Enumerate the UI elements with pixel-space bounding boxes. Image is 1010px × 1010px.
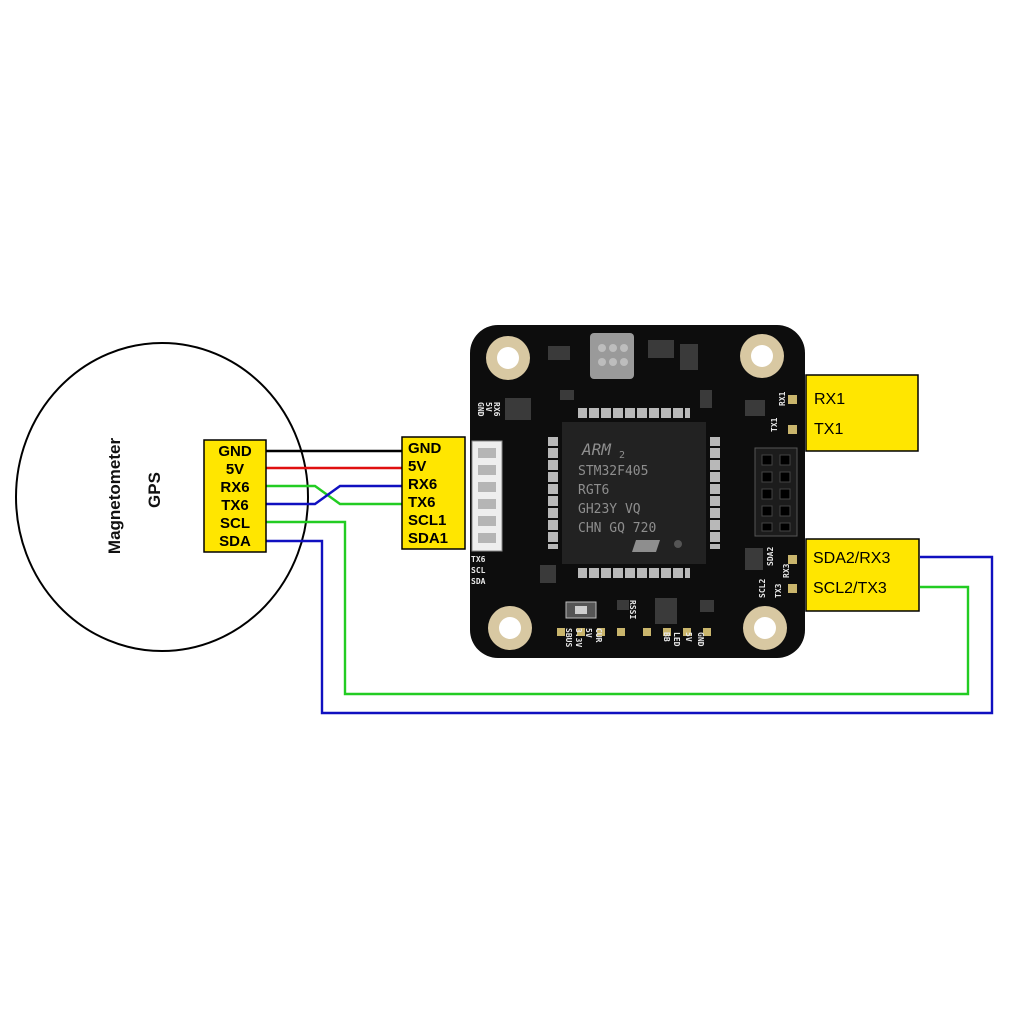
svg-text:BB: BB (662, 632, 671, 642)
gps-connector (471, 440, 503, 552)
sensor-component (590, 333, 634, 379)
svg-text:TX1: TX1 (770, 417, 779, 432)
gps-label-box (203, 439, 267, 553)
fc-pin-labels: GND 5V RX6 TX6 SCL1 SDA1 (401, 436, 466, 550)
pin-header (754, 447, 798, 537)
gps-pin-rx6: RX6 (220, 479, 249, 496)
smd-components (505, 340, 765, 624)
svg-text:5V: 5V (584, 628, 593, 638)
svg-text:GND: GND (476, 402, 485, 417)
chip-logo: ARM (581, 440, 612, 459)
wire-sda-to-sda2 (265, 539, 994, 715)
wire-rx6-to-tx6 (265, 484, 402, 506)
uart1-pin-rx1: RX1 (814, 391, 845, 408)
silkscreen-right-mid: SCL2 SDA2 TX3 RX3 (758, 547, 791, 598)
svg-text:SCL: SCL (471, 566, 486, 575)
fc-label-box (401, 436, 466, 550)
chip-line-4: CHN GQ 720 (578, 521, 656, 536)
gps-pin-5v: 5V (226, 461, 244, 478)
i2c2-pin-sda2-rx3: SDA2/RX3 (813, 550, 890, 567)
svg-text:SDA2: SDA2 (766, 547, 775, 566)
fc-pin-tx6: TX6 (408, 494, 436, 511)
gps-title-gps: GPS (145, 472, 164, 508)
fc-pin-gnd: GND (408, 440, 442, 457)
st-logo-icon (632, 540, 660, 552)
gps-module-outline (15, 342, 309, 652)
wire-scl-to-scl2 (265, 520, 970, 696)
gps-pin-tx6: TX6 (221, 497, 249, 514)
svg-text:RX3: RX3 (782, 563, 791, 578)
fc-pin-scl1: SCL1 (408, 512, 446, 529)
gps-pin-sda: SDA (219, 533, 251, 550)
uart1-label-box (805, 374, 919, 452)
board-pads (557, 395, 797, 636)
chip-line-3: GH23Y VQ (578, 502, 641, 517)
svg-text:SDA: SDA (471, 577, 486, 586)
gps-pin-gnd: GND (218, 443, 252, 460)
svg-text:3.3V: 3.3V (574, 628, 583, 647)
svg-text:TX6: TX6 (471, 555, 486, 564)
chip-line-2: RGT6 (578, 483, 609, 498)
svg-text:RX6: RX6 (492, 402, 501, 417)
uart1-pin-tx1: TX1 (814, 421, 843, 438)
gps-pin-scl: SCL (220, 515, 250, 532)
chip-pin1-dot (674, 540, 682, 548)
svg-text:SCL2: SCL2 (758, 579, 767, 598)
flight-controller-board: ARM 2 STM32F405 RGT6 GH23Y VQ CHN GQ 720… (470, 325, 805, 658)
svg-text:TX3: TX3 (774, 583, 783, 598)
gps-pin-labels: GND 5V RX6 TX6 SCL SDA (203, 439, 267, 553)
chip-logo-suffix: 2 (619, 450, 625, 461)
svg-text:5V: 5V (484, 402, 493, 412)
fc-pin-5v: 5V (408, 458, 426, 475)
svg-text:RX1: RX1 (778, 391, 787, 406)
silkscreen-left-bottom: TX6 SCL SDA (471, 555, 486, 586)
silkscreen-left-top: GND 5V RX6 (476, 402, 501, 417)
uart1-pin-labels: RX1 TX1 (805, 374, 919, 452)
svg-text:LED: LED (672, 632, 681, 647)
i2c2-pin-labels: SDA2/RX3 SCL2/TX3 (805, 538, 920, 612)
silkscreen-right-top: TX1 RX1 (770, 391, 787, 432)
mcu-chip: ARM 2 STM32F405 RGT6 GH23Y VQ CHN GQ 720 (548, 408, 720, 578)
mcu-body (562, 422, 706, 564)
fc-pin-sda1: SDA1 (408, 530, 448, 547)
chip-line-1: STM32F405 (578, 464, 648, 479)
svg-text:SBUS: SBUS (564, 628, 573, 647)
i2c2-label-box (805, 538, 920, 612)
wire-tx6-to-rx6 (265, 484, 402, 506)
gps-title-magnetometer: Magnetometer (105, 438, 124, 555)
silkscreen-bottom: SBUS 3.3V 5V CUR RSSI BB LED 5V GND (564, 600, 705, 647)
svg-text:CUR: CUR (594, 628, 603, 643)
svg-text:RSSI: RSSI (628, 600, 637, 619)
svg-text:5V: 5V (684, 632, 693, 642)
i2c2-pin-scl2-tx3: SCL2/TX3 (813, 580, 887, 597)
svg-text:GND: GND (696, 632, 705, 647)
fc-pin-rx6: RX6 (408, 476, 437, 493)
wires (265, 449, 994, 715)
